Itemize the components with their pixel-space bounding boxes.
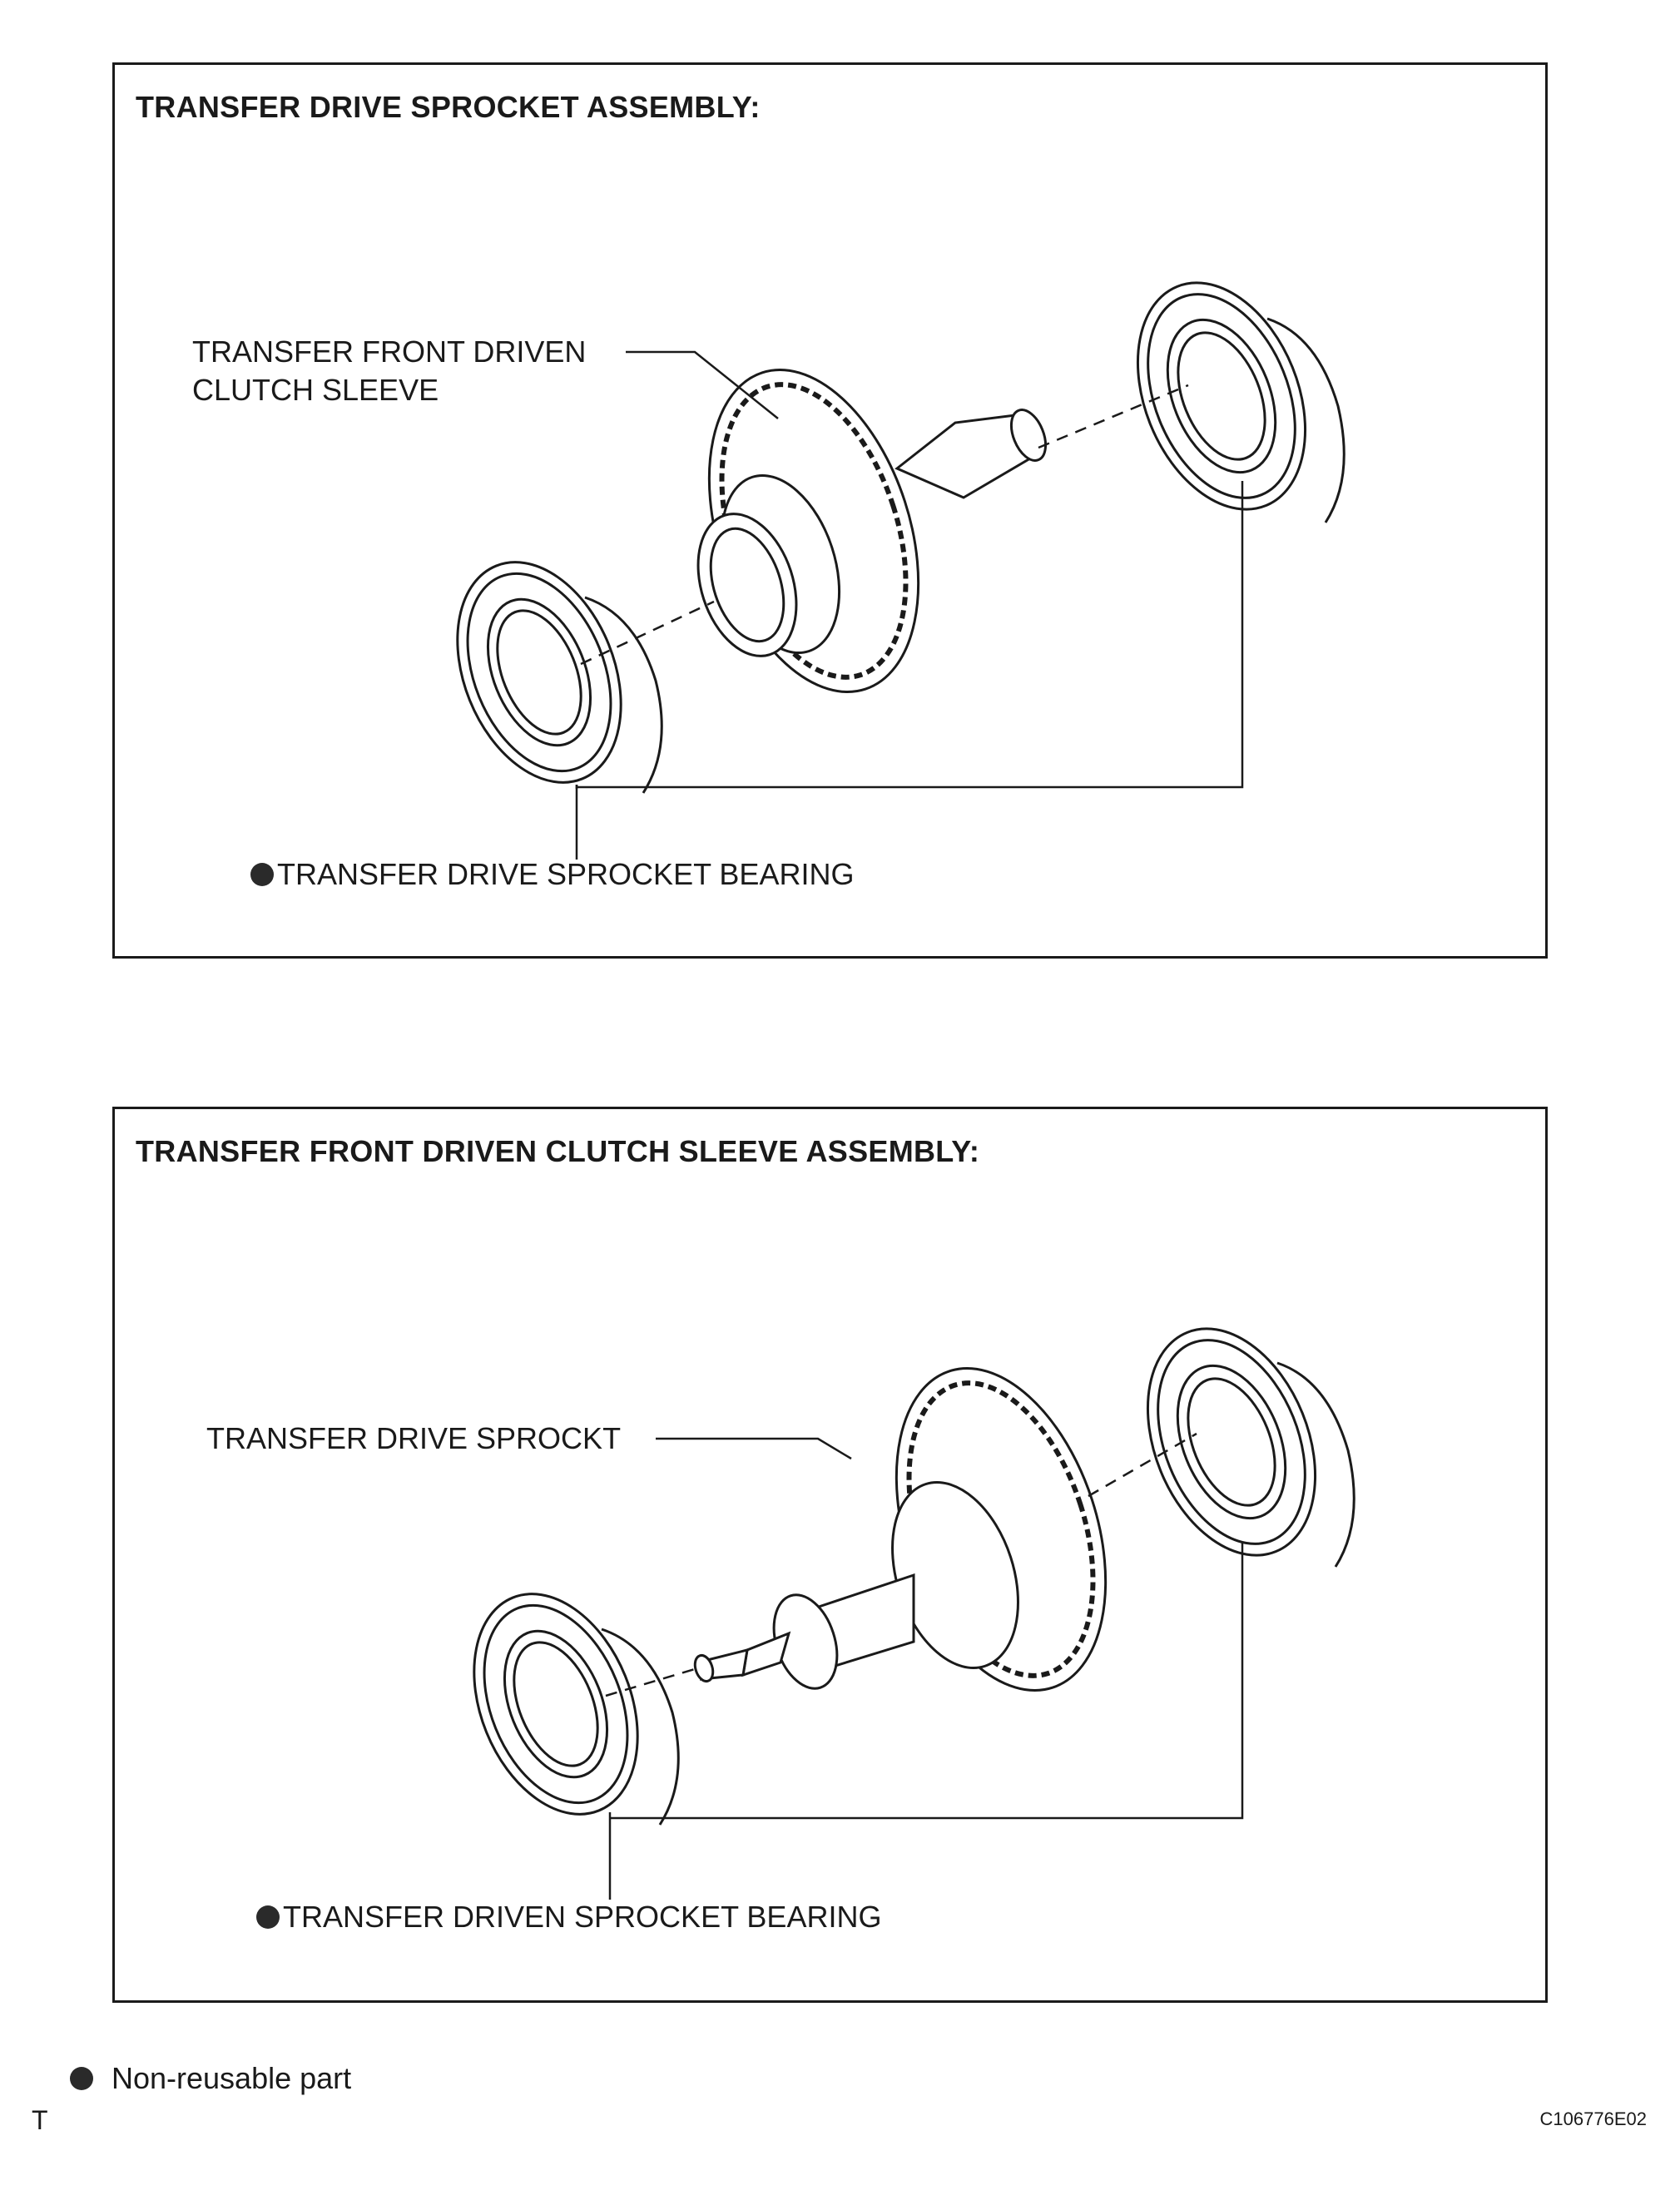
drive-sprocket-exploded-view (456, 281, 1345, 860)
right-bearing (1146, 1327, 1355, 1568)
legend: Non-reusable part (70, 2061, 351, 2096)
right-bearing (1136, 281, 1345, 523)
panel-title: TRANSFER DRIVE SPROCKET ASSEMBLY: (136, 90, 761, 124)
bearing-label: TRANSFER DRIVEN SPROCKET BEARING (256, 1898, 881, 1936)
drive-sprocket-gear (693, 1366, 1108, 1692)
panel-title: TRANSFER FRONT DRIVEN CLUTCH SLEEVE ASSE… (136, 1134, 980, 1168)
non-reusable-dot-icon (256, 1905, 280, 1929)
clutch-sleeve-exploded-view (473, 1327, 1355, 1900)
clutch-sleeve-gear (696, 368, 1048, 694)
non-reusable-dot-icon (250, 863, 274, 886)
page-marker: T (32, 2105, 48, 2135)
left-bearing (473, 1593, 680, 1826)
panel-drive-sprocket-assembly: TRANSFER DRIVE SPROCKET ASSEMBLY: (112, 62, 1548, 959)
non-reusable-dot-icon (70, 2067, 93, 2090)
left-bearing (456, 561, 663, 794)
drive-sprocket-label: TRANSFER DRIVE SPROCKT (206, 1421, 622, 1455)
panel-clutch-sleeve-assembly: TRANSFER FRONT DRIVEN CLUTCH SLEEVE ASSE… (112, 1107, 1548, 2003)
bearing-label: TRANSFER DRIVE SPROCKET BEARING (250, 855, 854, 894)
figure-code: C106776E02 (1539, 2108, 1647, 2129)
clutch-sleeve-label: TRANSFER FRONT DRIVEN CLUTCH SLEEVE (192, 334, 587, 407)
